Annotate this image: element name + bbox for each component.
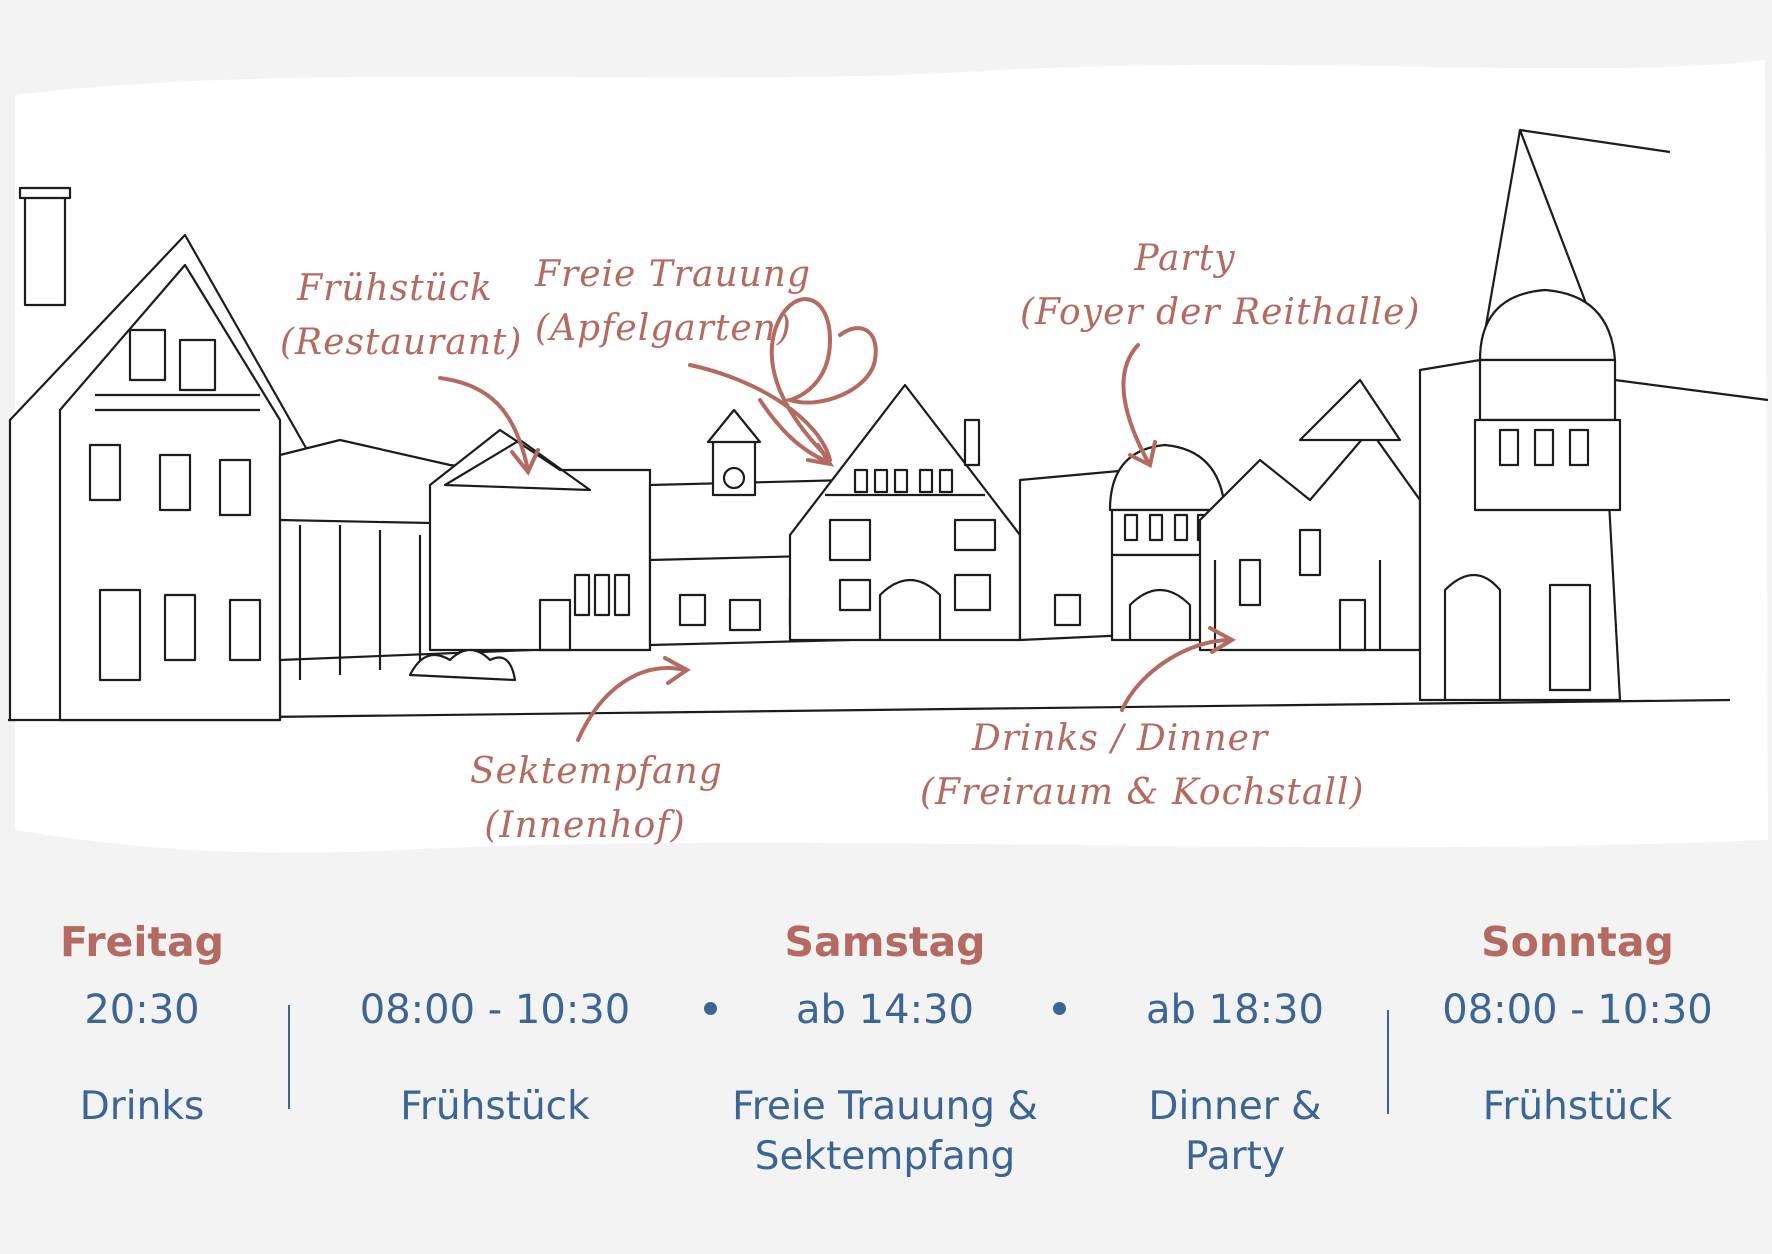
label-party-place: (Foyer der Reithalle)	[1020, 292, 1421, 333]
separator-dot	[704, 1002, 717, 1015]
label-dinner-title: Drinks / Dinner	[971, 718, 1269, 759]
separator-dot	[1053, 1002, 1066, 1015]
label-fruehstueck-title: Frühstück	[297, 268, 493, 309]
arrow-dinner	[1120, 638, 1232, 712]
label-sektempfang-title: Sektempfang	[470, 751, 723, 792]
arrow-party	[1121, 343, 1150, 464]
arrow-trauung	[758, 398, 830, 464]
day-samstag: Samstag	[784, 918, 986, 966]
label-trauung-title: Freie Trauung	[535, 254, 812, 295]
event-time: ab 18:30	[1146, 987, 1324, 1033]
event-freitag-drinks: 20:30 Drinks	[42, 984, 242, 1132]
label-sektempfang-place: (Innenhof)	[484, 805, 686, 846]
label-trauung-place: (Apfelgarten)	[535, 308, 792, 349]
courtyard-illustration	[7, 60, 1769, 853]
event-label: Freie Trauung & Sektempfang	[732, 1084, 1038, 1179]
event-label: Drinks	[79, 1084, 205, 1129]
event-time: 20:30	[84, 987, 200, 1033]
label-fruehstueck-place: (Restaurant)	[280, 322, 523, 363]
event-time: 08:00 - 10:30	[1442, 987, 1713, 1033]
arrow-fruehstueck	[438, 376, 530, 472]
annotation-arrows	[438, 297, 1237, 742]
label-trauung: Freie Trauung (Apfelgarten)	[535, 248, 812, 356]
day-freitag: Freitag	[59, 918, 225, 966]
label-party-title: Party	[1134, 238, 1236, 279]
event-samstag-fruehstueck: 08:00 - 10:30 Frühstück	[350, 984, 640, 1132]
event-samstag-trauung: ab 14:30 Freie Trauung & Sektempfang	[720, 984, 1050, 1182]
day-sonntag: Sonntag	[1481, 918, 1674, 966]
event-time: ab 14:30	[796, 987, 974, 1033]
event-label: Dinner & Party	[1148, 1084, 1322, 1179]
buildings-drawing	[7, 128, 1769, 722]
label-sektempfang: Sektempfang (Innenhof)	[470, 745, 723, 853]
heart-icon	[688, 297, 878, 462]
event-sonntag-fruehstueck: 08:00 - 10:30 Frühstück	[1430, 984, 1725, 1132]
event-label: Frühstück	[400, 1084, 590, 1129]
label-dinner-place: (Freiraum & Kochstall)	[920, 772, 1365, 813]
divider-samstag-sonntag	[1387, 1010, 1389, 1114]
label-dinner: Drinks / Dinner (Freiraum & Kochstall)	[920, 712, 1365, 820]
label-fruehstueck: Frühstück (Restaurant)	[280, 262, 523, 370]
arrow-sektempfang	[576, 666, 687, 742]
divider-freitag-samstag	[288, 1005, 290, 1109]
event-time: 08:00 - 10:30	[359, 987, 631, 1033]
label-party: Party (Foyer der Reithalle)	[1020, 232, 1421, 340]
event-samstag-party: ab 18:30 Dinner & Party	[1125, 984, 1345, 1182]
event-label: Frühstück	[1482, 1084, 1673, 1129]
